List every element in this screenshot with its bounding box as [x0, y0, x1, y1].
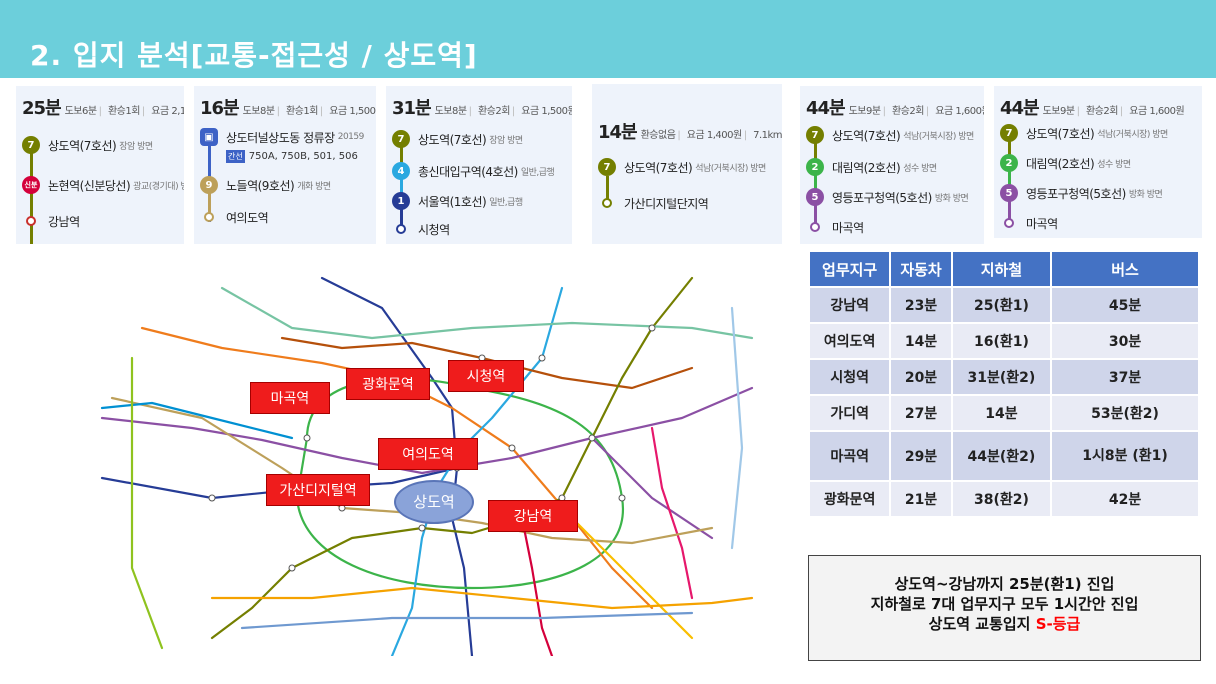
destination-icon: [602, 198, 612, 208]
table-header-cell: 자동차: [891, 252, 951, 286]
map-label-yeouido: 여의도역: [378, 438, 478, 470]
bus-type-tag: 간선: [226, 150, 245, 163]
line-2-icon: 2: [806, 158, 824, 176]
line-7-icon: 7: [22, 136, 40, 154]
route-stop: 4 총신대입구역(4호선)일반,급행: [392, 160, 555, 182]
grade-text: S-등급: [1035, 615, 1081, 633]
subway-map: 마곡역 광화문역 시청역 여의도역 가산디지털역 강남역 상도역: [92, 268, 764, 656]
map-label-gangnam: 강남역: [488, 500, 578, 532]
destination-icon: [396, 224, 406, 234]
route-stop: 신분 논현역(신분당선)광교(경기대) 방면: [22, 174, 184, 196]
line-7-icon: 7: [1000, 124, 1018, 142]
route-stop: 2 대림역(2호선)성수 방면: [1000, 152, 1131, 174]
route-stop: 7 상도역(7호선)석남(거북시장) 방면: [598, 156, 766, 178]
page-title: 2. 입지 분석[교통-접근성 / 상도역]: [30, 39, 478, 72]
map-label-sangdo: 상도역: [394, 480, 474, 524]
line-7-icon: 7: [392, 130, 410, 148]
line-5-icon: 5: [1000, 184, 1018, 202]
destination-icon: [26, 216, 36, 226]
line-7-icon: 7: [598, 158, 616, 176]
map-label-magok: 마곡역: [250, 382, 330, 414]
route-time: 25분: [22, 98, 62, 119]
route-stop: 7 상도역(7호선)장암 방면: [392, 128, 523, 150]
route-time: 31분: [392, 98, 432, 119]
route-stop: 7 상도역(7호선)석남(거북시장) 방면: [806, 124, 974, 146]
route-stop: 5 영등포구청역(5호선)방화 방면: [1000, 182, 1163, 204]
route-stop: 1 서울역(1호선)일반,급행: [392, 190, 523, 212]
line-9-icon: 9: [200, 176, 218, 194]
route-stop: 5 영등포구청역(5호선)방화 방면: [806, 186, 969, 208]
table-header-cell: 업무지구: [810, 252, 890, 286]
route-stop: 강남역: [22, 210, 80, 232]
route-time: 16분: [200, 98, 240, 119]
summary-line: 지하철로 7대 업무지구 모두 1시간안 진입: [870, 595, 1139, 613]
table-header-row: 업무지구 자동차 지하철 버스: [810, 252, 1198, 286]
route-stop: 9 노들역(9호선)개화 방면: [200, 174, 331, 196]
table-header-cell: 지하철: [952, 252, 1051, 286]
bus-icon: ▣: [200, 128, 218, 146]
destination-icon: [204, 212, 214, 222]
route-stop: 7 상도역(7호선)석남(거북시장) 방면: [1000, 122, 1168, 144]
route-stop: 시청역: [392, 218, 450, 240]
destination-icon: [810, 222, 820, 232]
subway-map-lines: [92, 268, 764, 656]
route-stop: 2 대림역(2호선)성수 방면: [806, 156, 937, 178]
map-label-gasan: 가산디지털역: [266, 474, 370, 506]
route-time: 44분: [806, 98, 846, 119]
line-5-icon: 5: [806, 188, 824, 206]
route-stop: 마곡역: [1000, 212, 1058, 234]
route-time: 44분: [1000, 98, 1040, 119]
route-stop: 7 상도역(7호선)장암 방면: [22, 134, 153, 156]
route-time: 14분: [598, 122, 638, 143]
summary-line: 상도역~강남까지 25분(환1) 진입: [894, 575, 1115, 593]
table-header-cell: 버스: [1052, 252, 1198, 286]
header-bar: 2. 입지 분석[교통-접근성 / 상도역]: [0, 0, 1216, 78]
map-label-gwanghwamun: 광화문역: [346, 368, 430, 400]
route-stop: 여의도역: [200, 206, 269, 228]
destination-icon: [1004, 218, 1014, 228]
line-7-icon: 7: [806, 126, 824, 144]
map-label-cityhall: 시청역: [448, 360, 524, 392]
route-stop: 가산디지털단지역: [598, 192, 709, 214]
summary-line: 상도역 교통입지 S-등급: [928, 615, 1081, 633]
line-sinbundang-icon: 신분: [22, 176, 40, 194]
summary-box: 상도역~강남까지 25분(환1) 진입 지하철로 7대 업무지구 모두 1시간안…: [808, 555, 1201, 661]
line-4-icon: 4: [392, 162, 410, 180]
line-1-icon: 1: [392, 192, 410, 210]
route-stop: 마곡역: [806, 216, 864, 238]
line-2-icon: 2: [1000, 154, 1018, 172]
